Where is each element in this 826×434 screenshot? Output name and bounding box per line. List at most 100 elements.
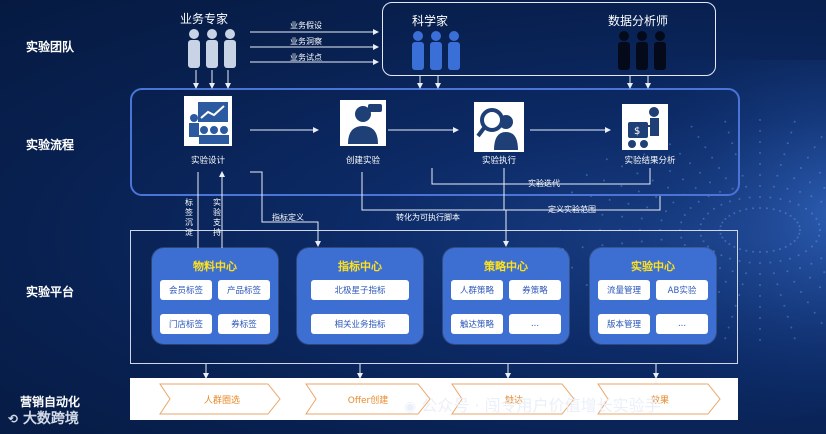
wechat-icon: ◉ — [404, 399, 417, 415]
globe-dot — [752, 250, 755, 253]
globe-dot — [759, 317, 761, 319]
globe-dot — [779, 164, 782, 166]
globe-dot — [734, 304, 737, 307]
globe-dot — [786, 270, 789, 273]
globe-dot — [734, 153, 737, 156]
globe-dot — [605, 158, 608, 161]
globe-dot — [779, 248, 781, 251]
globe-dot — [823, 271, 826, 274]
pill-reach-strategy[interactable]: 触达策略 — [451, 314, 503, 334]
globe-dot — [745, 208, 748, 211]
center-card-material: 物料中心 会员标签 产品标签 门店标签 券标签 — [152, 248, 278, 344]
globe-dot — [819, 286, 821, 289]
globe-dot — [728, 243, 731, 246]
globe-dot — [793, 240, 796, 242]
globe-dot — [621, 215, 624, 218]
center-title-material: 物料中心 — [193, 260, 237, 273]
globe-dot — [809, 181, 811, 184]
automation-step-crowd: 人群圈选 — [203, 395, 240, 406]
globe-dot — [689, 162, 691, 165]
globe-dot — [741, 174, 744, 177]
pill-version-mgmt[interactable]: 版本管理 — [598, 314, 650, 334]
globe-dot — [731, 315, 734, 318]
pill-coupon-strategy[interactable]: 券策略 — [509, 280, 561, 300]
globe-dot — [796, 221, 799, 224]
scientist-people-icon — [412, 31, 460, 70]
globe-dot — [719, 190, 721, 193]
globe-dot — [789, 214, 792, 217]
globe-dot — [793, 177, 796, 180]
pill-strategy-more[interactable]: ... — [509, 314, 561, 334]
pill-crowd-strategy[interactable]: 人群策略 — [451, 280, 503, 300]
globe-dot — [813, 311, 816, 314]
label-iteration: 实验迭代 — [528, 179, 560, 188]
brand-watermark: ⟲ 大数跨境 — [8, 408, 79, 428]
pill-coupon-tag[interactable]: 券标签 — [218, 314, 270, 334]
pill-north-star[interactable]: 北极星子指标 — [311, 280, 409, 300]
globe-dot — [789, 257, 791, 260]
globe-dot — [680, 221, 683, 224]
globe-dot — [601, 213, 604, 216]
globe-dot — [800, 167, 802, 169]
globe-dot — [759, 251, 761, 253]
globe-dot — [783, 153, 786, 156]
pill-related-metrics[interactable]: 相关业务指标 — [311, 314, 409, 334]
globe-dot — [759, 339, 761, 341]
globe-dot — [806, 301, 809, 304]
globe-dot — [680, 236, 683, 239]
globe-dot — [699, 223, 702, 226]
globe-dot — [719, 232, 722, 235]
globe-dot — [721, 221, 724, 224]
globe-dot — [655, 196, 658, 198]
globe-dot — [779, 260, 782, 262]
globe-dot — [779, 209, 781, 212]
analyst-people-icon — [618, 31, 666, 70]
globe-dot — [683, 214, 686, 216]
flow-label-pilot: 业务试点 — [290, 53, 322, 62]
step-execute-icon — [474, 102, 524, 152]
pill-product-tag[interactable]: 产品标签 — [218, 280, 270, 300]
pill-traffic-mgmt[interactable]: 流量管理 — [598, 280, 650, 300]
globe-dot — [818, 223, 821, 226]
globe-dot — [797, 203, 800, 206]
globe-dot — [636, 172, 639, 175]
globe-dot — [759, 262, 761, 264]
pill-ab-test[interactable]: AB实验 — [656, 280, 708, 300]
globe-dot — [818, 234, 821, 237]
globe-dot — [739, 209, 741, 212]
step-label-execute: 实验执行 — [481, 156, 516, 166]
globe-dot — [729, 257, 731, 260]
center-title-strategy: 策略中心 — [484, 260, 528, 273]
step-design-icon — [184, 96, 232, 146]
pill-experiment-more[interactable]: ... — [656, 314, 708, 334]
center-card-strategy: 策略中心 人群策略 券策略 触达策略 ... — [443, 248, 569, 344]
globe-dot — [665, 210, 667, 213]
globe-dot — [815, 240, 818, 243]
globe-dot — [724, 337, 727, 340]
pill-member-tag[interactable]: 会员标签 — [160, 280, 212, 300]
lane-label-platform: 实验平台 — [26, 285, 75, 299]
globe-dot — [709, 181, 711, 184]
globe-dot — [724, 218, 727, 220]
globe-dot — [789, 200, 791, 203]
role-analyst: 数据分析师 — [608, 14, 669, 28]
globe-dot — [805, 250, 807, 253]
globe-dot — [748, 261, 751, 264]
globe-dot — [772, 208, 775, 211]
globe-dot — [699, 234, 702, 237]
globe-dot — [702, 240, 705, 243]
globe-dot — [772, 272, 775, 275]
globe-dot — [786, 315, 789, 318]
svg-text:$: $ — [634, 126, 640, 137]
globe-dot — [772, 185, 775, 188]
globe-dot — [724, 240, 727, 242]
automation-step-offer: Offer创建 — [347, 395, 389, 406]
globe-dot — [783, 304, 786, 307]
globe-dot — [759, 273, 761, 275]
globe-dot — [585, 174, 588, 176]
globe-dot — [793, 120, 796, 123]
globe-dot — [811, 212, 813, 215]
globe-dot — [759, 306, 761, 308]
pill-store-tag[interactable]: 门店标签 — [160, 314, 212, 334]
automation-chevrons — [159, 383, 721, 415]
